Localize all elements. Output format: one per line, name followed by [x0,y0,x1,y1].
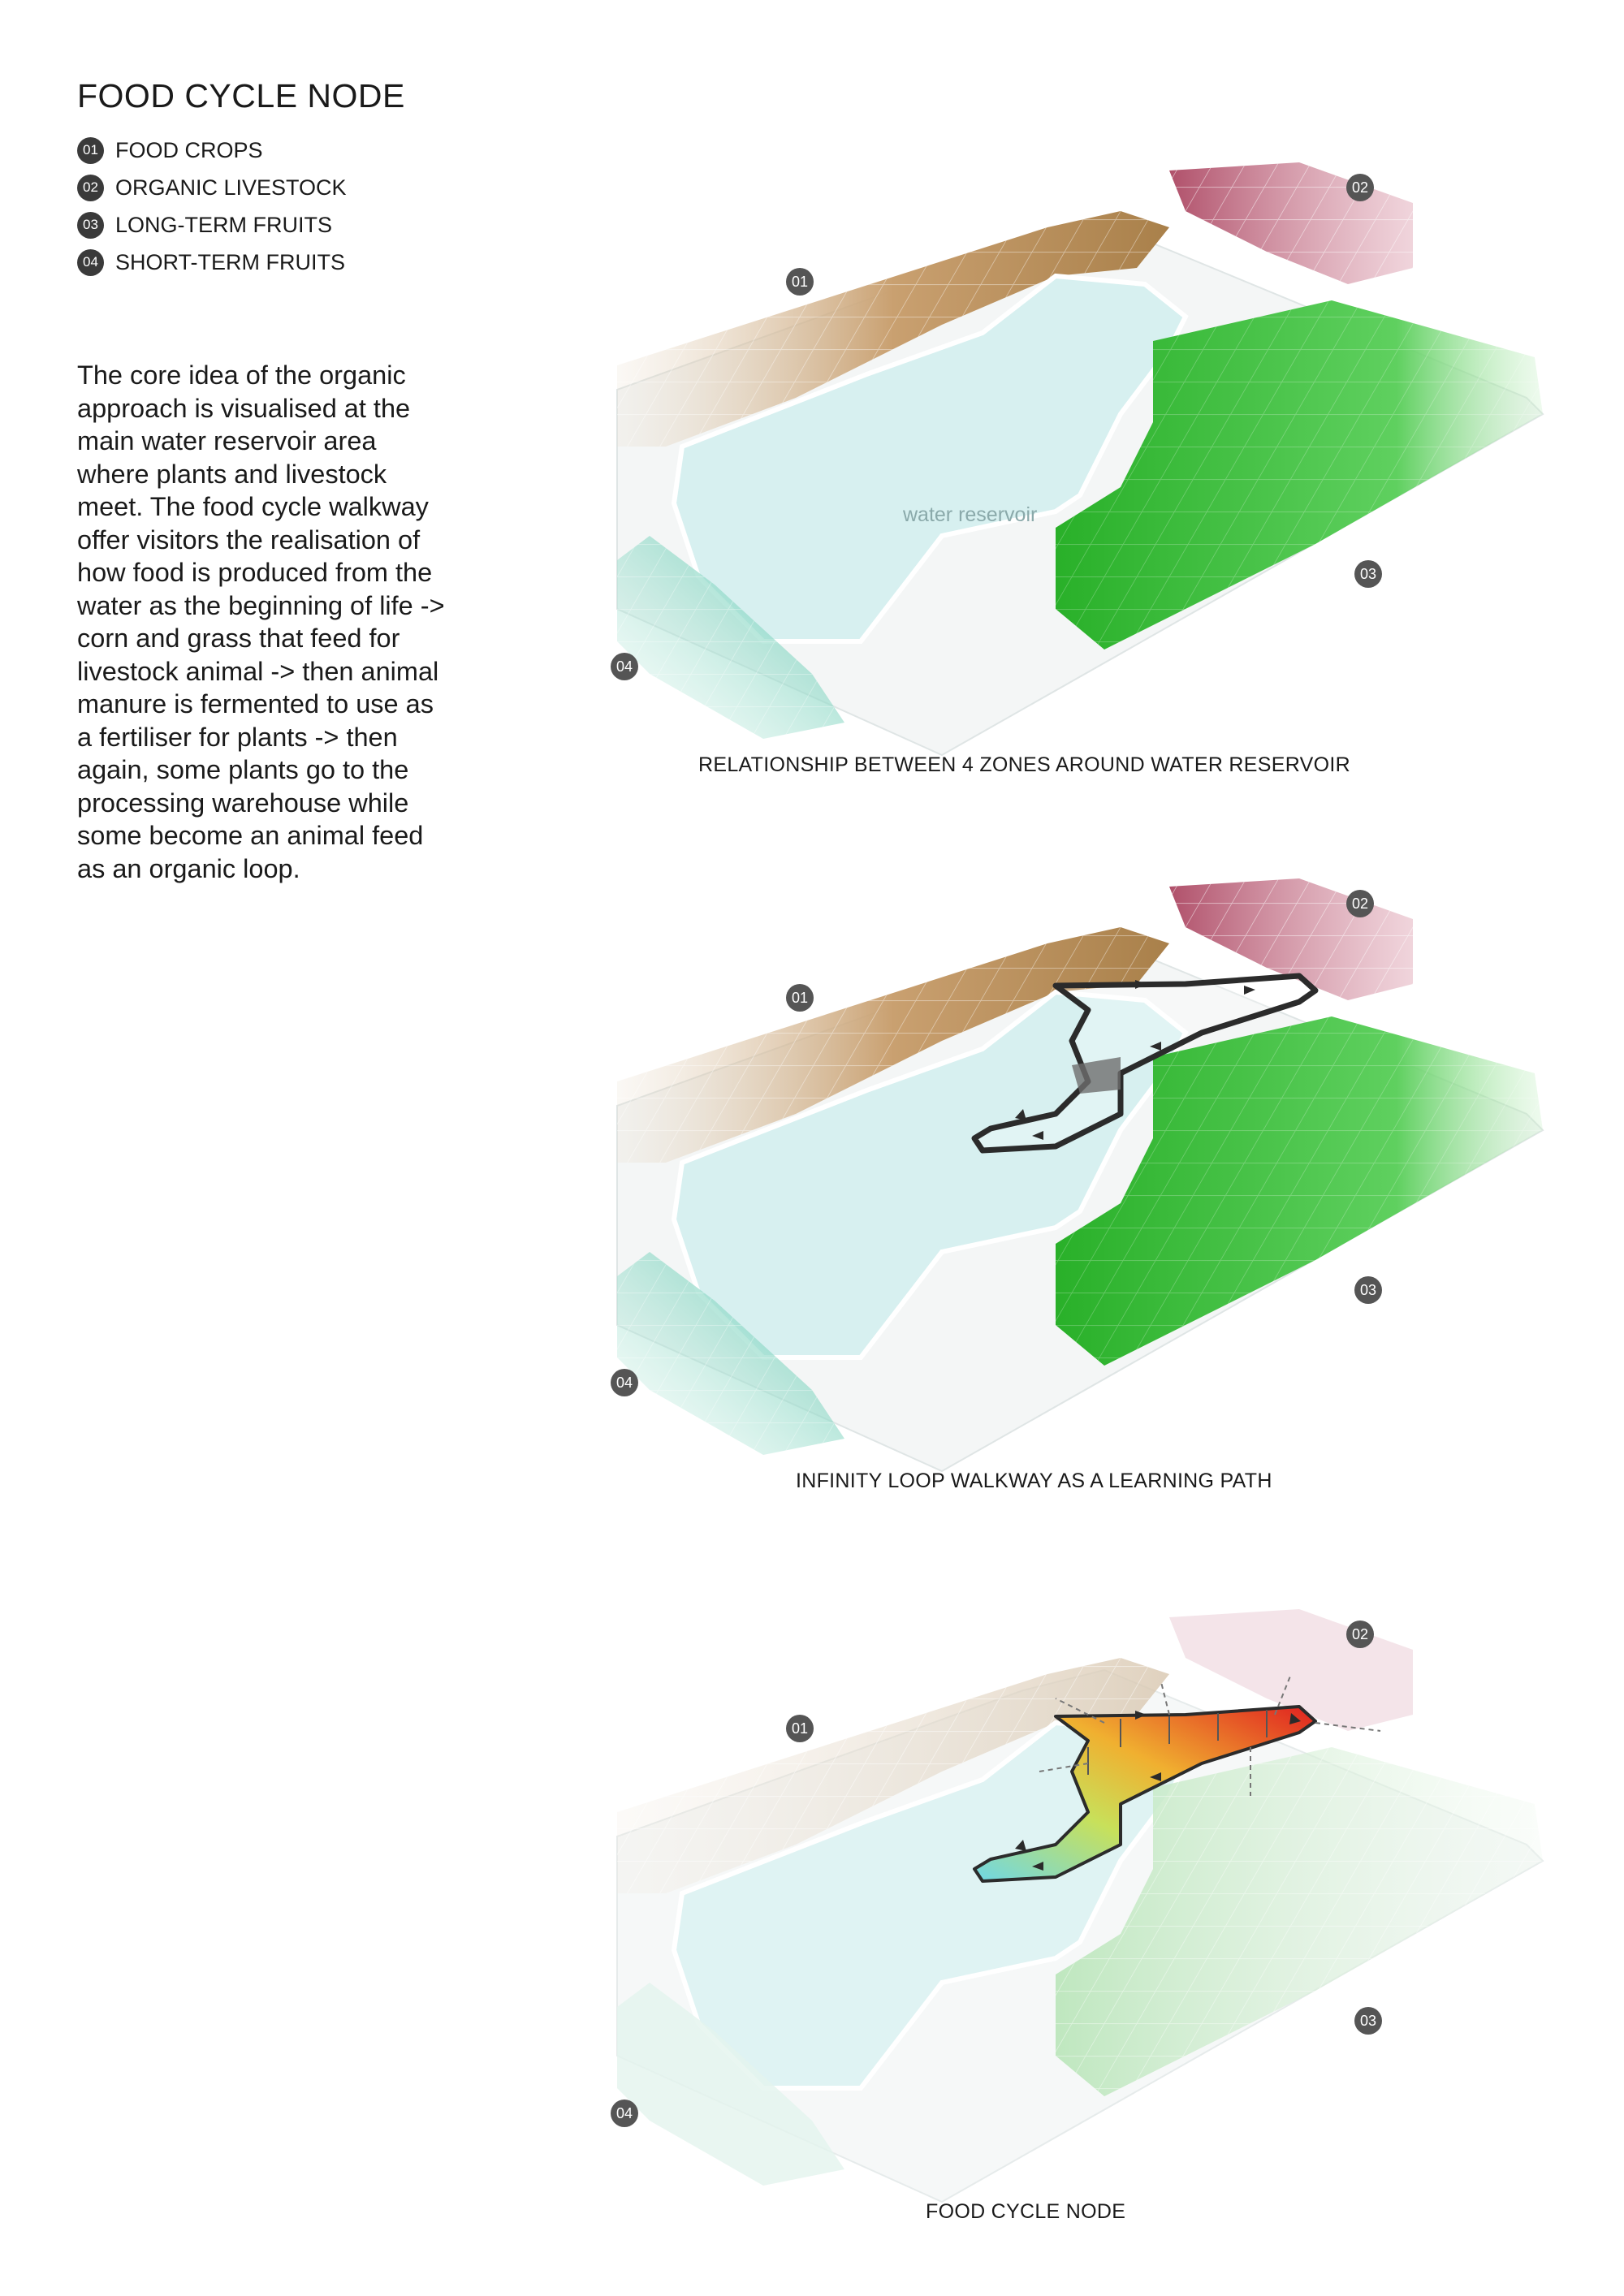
zone-number-badge: 03 [77,211,104,239]
zone-badge-01: 01 [786,1715,814,1742]
zone-badge-01: 01 [786,984,814,1012]
water-reservoir-label: water reservoir [903,503,1038,526]
page-title: FOOD CYCLE NODE [77,77,405,114]
zone-badge-01: 01 [786,268,814,296]
food-cycle-node-diagram: 01 02 03 04 FOOD CYCLE NODE [601,1601,1559,2251]
walkway-diagram: 01 02 03 04 INFINITY LOOP WALKWAY AS A L… [601,870,1559,1520]
zone-number-badge: 01 [77,136,104,164]
zones-diagram: 01 02 03 04 water reservoir RELATIONSHIP… [601,154,1559,804]
legend-label: SHORT-TERM FRUITS [115,249,345,274]
walkway-arrow [1032,1862,1043,1871]
food-cycle-walkway [973,1705,1317,1883]
zone-badge-04: 04 [611,1369,638,1396]
site-plan-axonometric [616,878,1544,1473]
site-plan-axonometric [616,162,1544,757]
legend-label: FOOD CROPS [115,137,263,162]
walkway-arrow [1150,1772,1161,1781]
walkway-arrow [1032,1131,1043,1140]
zone-badge-04: 04 [611,653,638,680]
panel-caption: FOOD CYCLE NODE [926,2200,1126,2223]
zone-badge-03: 03 [1354,560,1382,588]
site-plan-axonometric [616,1609,1544,2203]
zone-badge-02: 02 [1346,174,1374,201]
legend-item: 03 LONG-TERM FRUITS [77,206,347,244]
canopy-posts [1087,1710,1268,1775]
legend-item: 01 FOOD CROPS [77,132,347,169]
zone-legend: 01 FOOD CROPS 02 ORGANIC LIVESTOCK 03 LO… [77,132,347,281]
legend-item: 04 SHORT-TERM FRUITS [77,244,347,281]
walkway-arrow [1015,1840,1026,1851]
walkway-arrow [1015,1109,1026,1120]
walkway-arrow [1135,1711,1147,1720]
walkway-arrow [1244,986,1255,995]
zone-number-badge: 02 [77,174,104,201]
panel-caption: RELATIONSHIP BETWEEN 4 ZONES AROUND WATE… [698,753,1350,776]
zone-badge-03: 03 [1354,2007,1382,2035]
legend-item: 02 ORGANIC LIVESTOCK [77,169,347,206]
walkway-arrow [1135,980,1147,989]
zone-badge-03: 03 [1354,1276,1382,1304]
zone-badge-04: 04 [611,2100,638,2127]
walkway-arrow [1289,1713,1301,1724]
walkway-junction [1072,1057,1121,1094]
zone-badge-02: 02 [1346,890,1374,917]
short-term-fruits-zone [617,1983,844,2186]
zone-badge-02: 02 [1346,1621,1374,1648]
walkway-arrow [1150,1042,1161,1051]
legend-label: LONG-TERM FRUITS [115,212,332,237]
panel-caption: INFINITY LOOP WALKWAY AS A LEARNING PATH [796,1470,1272,1492]
flow-arrows [1039,1673,1381,1796]
legend-label: ORGANIC LIVESTOCK [115,175,347,200]
description-text: The core idea of the organic approach is… [77,360,445,883]
zone-number-badge: 04 [77,248,104,276]
